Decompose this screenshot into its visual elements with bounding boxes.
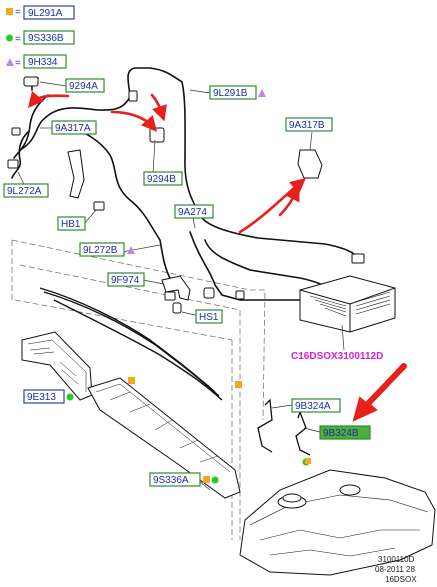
callout-9L291B: 9L291B: [213, 88, 248, 99]
square-icon: [305, 458, 311, 464]
callout-box-9S336A: [149, 472, 201, 487]
callout-box-9L272B: [79, 242, 125, 257]
arrow-to-9294A: [27, 91, 70, 108]
legend-box-2: [23, 30, 75, 45]
connector-parts: [7, 76, 365, 301]
legend-eq: =: [15, 7, 21, 18]
triangle-icon: [6, 58, 14, 66]
arrow-to-9A317B: [238, 177, 306, 234]
clip-9294A: [23, 76, 39, 87]
square-icon: [203, 476, 210, 483]
red-arrows: [27, 91, 306, 234]
legend-box-1: [23, 5, 75, 20]
callout-box-9L272A: [3, 183, 49, 198]
callout-HB1: HB1: [61, 219, 81, 230]
part-reference: C16DSOX3100112D: [291, 351, 383, 362]
callout-box-9E313: [23, 389, 65, 404]
footer: 3100110D 08-2011 28 16DSOX: [375, 555, 417, 584]
fuel-tank: [239, 458, 436, 576]
hose-routing: [11, 67, 363, 301]
bracket-9F974: [161, 275, 191, 314]
callout-box-9A274: [174, 204, 214, 219]
triangle-icon: [258, 89, 266, 97]
clips-9B324: [257, 398, 311, 456]
callout-9L272B: 9L272B: [83, 245, 118, 256]
callout-box-HS1: [195, 309, 223, 324]
legend-code-2: 9S336B: [28, 33, 64, 44]
callout-box-9A317A: [51, 120, 97, 135]
callout-9B324A: 9B324A: [295, 401, 331, 412]
callout-box-9B324B: [319, 425, 371, 440]
arrow-to-9294B: [110, 110, 158, 132]
callout-box-9294B: [143, 171, 183, 186]
heat-shield-9E313: [21, 331, 93, 401]
callout-labels: 9294A 9A317A 9294B 9L291B 9A317B 9L272A …: [3, 78, 371, 487]
arrow-to-valve: [150, 93, 167, 122]
circle-icon: [211, 476, 219, 484]
circle-icon: [66, 393, 74, 401]
callout-9L272A: 9L272A: [7, 186, 42, 197]
triangle-icon: [127, 246, 135, 254]
legend-eq: =: [15, 34, 21, 45]
circle-icon: [6, 34, 13, 42]
underbody-frame: [11, 239, 266, 540]
square-icon: [128, 377, 135, 384]
callout-9F974: 9F974: [111, 275, 140, 286]
callout-9E313: 9E313: [27, 392, 56, 403]
valve-9A317B: [297, 149, 323, 179]
square-icon: [6, 8, 13, 15]
square-icon: [235, 381, 242, 388]
carbon-canister: [299, 275, 396, 333]
callout-box-9F974: [107, 272, 145, 287]
callout-9A317B: 9A317B: [289, 120, 325, 131]
vent-valve-9294B: [149, 127, 165, 143]
callout-9294A: 9294A: [69, 81, 98, 92]
callout-9B324B: 9B324B: [323, 428, 359, 439]
fuel-lines: [39, 287, 223, 401]
large-red-arrow: [352, 363, 407, 422]
legend-box-3: [23, 54, 67, 69]
callout-9S336A: 9S336A: [153, 475, 189, 486]
legend-eq: =: [15, 58, 21, 69]
callout-box-9B324A: [291, 398, 341, 413]
heat-shield-9S336A: [87, 377, 241, 499]
callout-box-9L291B: [209, 85, 257, 100]
callout-box-9A317B: [285, 117, 333, 132]
legend-code-1: 9L291A: [28, 8, 63, 19]
footer-line-2: 08-2011 28: [375, 565, 415, 574]
callout-9294B: 9294B: [147, 174, 176, 185]
legend: = 9L291A = 9S336B = 9H334: [6, 5, 75, 69]
callout-HS1: HS1: [199, 312, 219, 323]
arrow-to-canister: [278, 185, 300, 217]
legend-code-3: 9H334: [28, 57, 58, 68]
footer-line-3: 16DSOX: [385, 575, 417, 584]
callout-box-HB1: [57, 216, 86, 231]
callout-box-9294A: [65, 78, 105, 93]
footer-line-1: 3100110D: [378, 555, 415, 564]
callout-9A317A: 9A317A: [55, 123, 91, 134]
callout-9A274: 9A274: [178, 207, 207, 218]
